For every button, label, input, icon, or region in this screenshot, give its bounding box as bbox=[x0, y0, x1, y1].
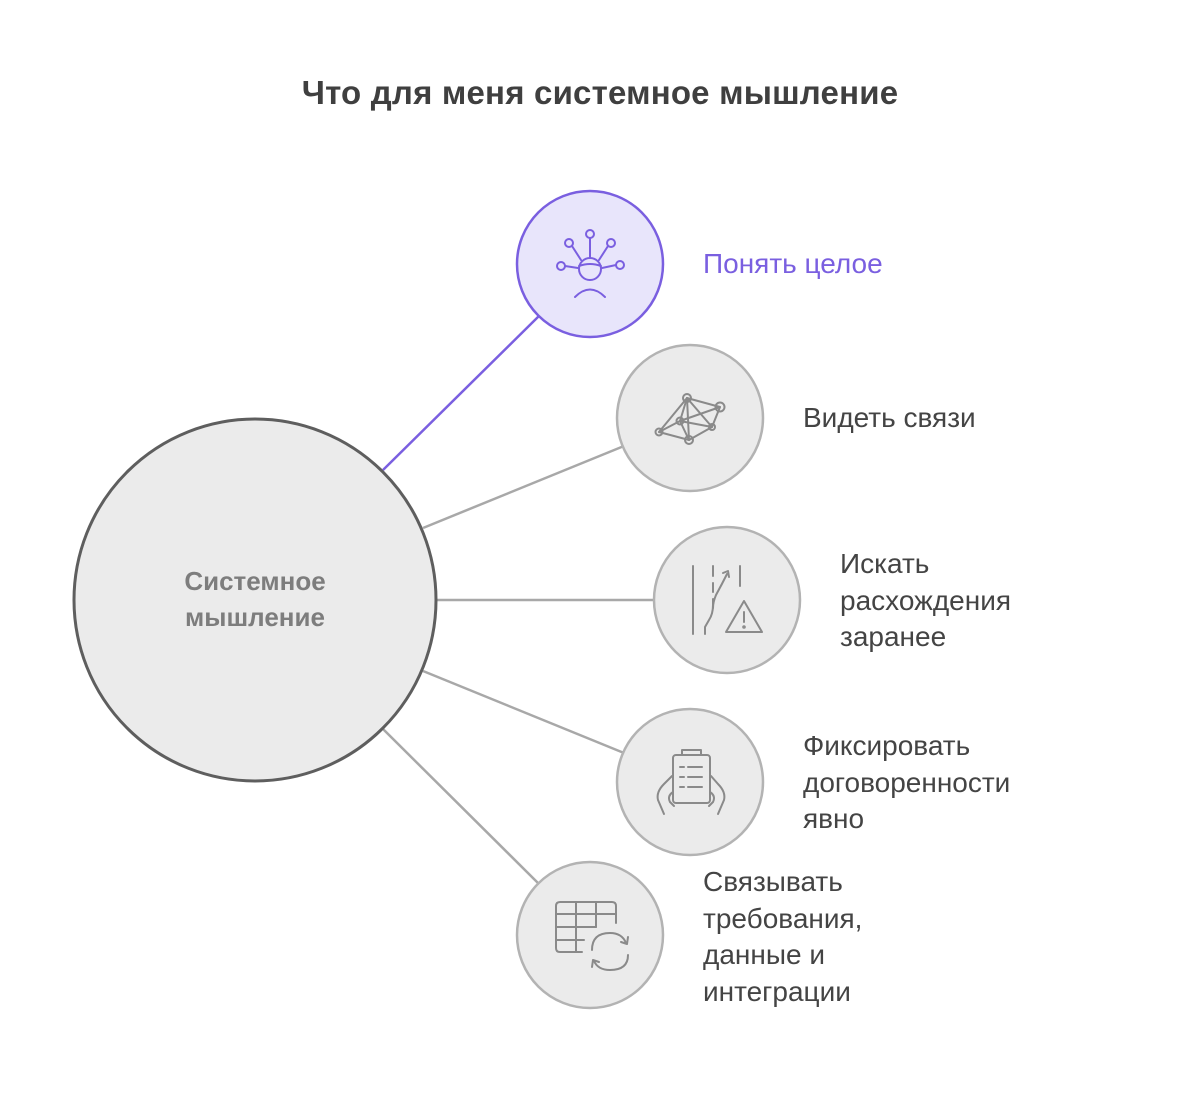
center-label-line: мышление bbox=[185, 602, 325, 632]
connector-record-agreements bbox=[422, 669, 625, 755]
person-network-icon bbox=[556, 229, 625, 298]
connector-link-requirements bbox=[382, 728, 540, 885]
branch-label-link-requirements: Связывать требования, данные и интеграци… bbox=[703, 864, 862, 1010]
branch-node-link-requirements bbox=[515, 860, 665, 1010]
branch-node-record-agreements bbox=[615, 707, 765, 857]
branch-label-line: интеграции bbox=[703, 975, 851, 1007]
branch-label-line: Видеть связи bbox=[803, 402, 976, 433]
branch-node-see-connections bbox=[615, 343, 765, 493]
branch-label-understand-whole: Понять целое bbox=[703, 246, 883, 283]
branch-label-see-connections: Видеть связи bbox=[803, 400, 976, 437]
center-node bbox=[72, 417, 438, 783]
table-sync-icon bbox=[555, 901, 629, 971]
branch-label-line: Связывать bbox=[703, 866, 843, 897]
branch-node-understand-whole bbox=[515, 189, 665, 339]
branch-label-line: Фиксировать bbox=[803, 730, 971, 761]
branch-label-line: договоренности bbox=[803, 766, 1011, 798]
branch-label-line: Понять целое bbox=[703, 248, 883, 279]
connector-see-connections bbox=[422, 444, 625, 530]
branch-label-line: расхождения bbox=[840, 584, 1011, 616]
center-node-label: Системное мышление bbox=[140, 563, 370, 635]
branch-label-line: явно bbox=[803, 803, 865, 834]
branch-label-line: данные и bbox=[703, 939, 825, 970]
branch-label-line: заранее bbox=[840, 621, 947, 652]
center-label-line: Системное bbox=[184, 566, 326, 596]
branch-label-line: Искать bbox=[840, 548, 930, 579]
network-graph-icon bbox=[654, 393, 726, 445]
branch-label-record-agreements: Фиксировать договоренности явно bbox=[803, 728, 1010, 838]
diverging-path-warning-icon bbox=[692, 565, 763, 635]
branch-label-line: требования, bbox=[703, 902, 863, 934]
diagram-title: Что для меня системное мышление bbox=[301, 74, 899, 111]
branch-label-find-discrepancies: Искать расхождения заранее bbox=[840, 546, 1011, 656]
connector-understand-whole bbox=[382, 312, 543, 471]
clipboard-in-hands-icon bbox=[656, 749, 726, 815]
branch-node-find-discrepancies bbox=[652, 525, 802, 675]
